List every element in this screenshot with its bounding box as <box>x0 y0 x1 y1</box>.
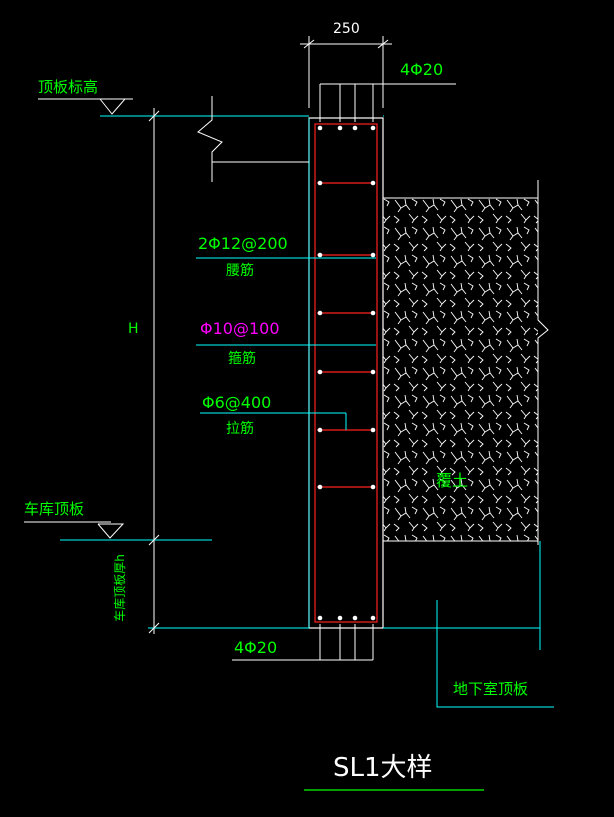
waist-bar-spec-label: 2Φ12@200 <box>198 234 288 253</box>
soil-label: 覆土 <box>436 471 469 490</box>
rebar-dots <box>317 125 376 621</box>
stirrup-spec-label: Φ10@100 <box>200 319 280 338</box>
rebar-cage <box>314 123 378 623</box>
tie-name-label: 拉筋 <box>226 421 254 437</box>
top-bar-leaders <box>319 83 456 122</box>
level-triangles <box>24 98 133 539</box>
roof-level-label: 顶板标高 <box>38 78 99 96</box>
height-dimension <box>148 108 160 634</box>
garage-thickness-label: 车库顶板厚h <box>112 554 127 622</box>
drawing-title: SL1大样 <box>333 753 433 783</box>
level-lines <box>60 115 554 708</box>
garage-roof-label: 车库顶板 <box>24 500 85 518</box>
bottom-bar-leaders <box>232 624 374 661</box>
stirrups <box>317 182 375 488</box>
width-dimension <box>300 36 392 108</box>
width-dimension-label: 250 <box>333 21 360 37</box>
soil-fill <box>383 198 538 541</box>
stirrup-name-label: 箍筋 <box>228 351 256 367</box>
top-bars-label: 4Φ20 <box>400 60 444 79</box>
slab-break-symbol <box>197 96 309 182</box>
soil-break-line <box>537 180 549 545</box>
height-dimension-label: H <box>128 321 139 337</box>
basement-roof-label: 地下室顶板 <box>453 680 529 698</box>
annotation-leaders <box>196 257 376 430</box>
waist-bar-name-label: 腰筋 <box>226 263 254 279</box>
bottom-bars-label: 4Φ20 <box>234 638 278 657</box>
tie-spec-label: Φ6@400 <box>202 393 272 412</box>
